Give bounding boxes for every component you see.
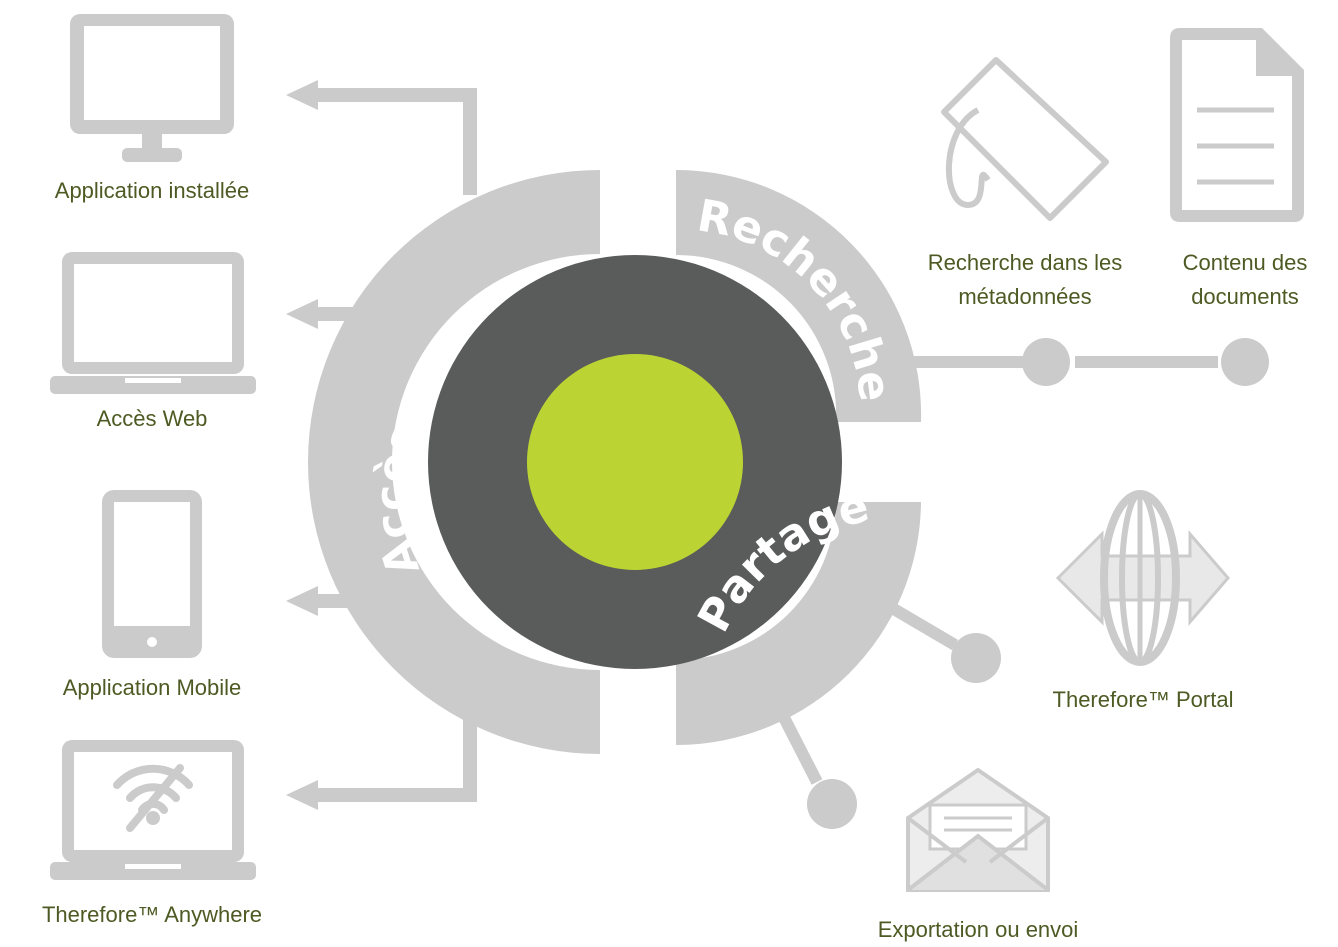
- label-portal: Therefore™ Portal: [1052, 687, 1234, 712]
- globe-arrows-icon: [1055, 490, 1230, 666]
- share-node-portal: [951, 633, 1001, 683]
- search-ring-segment: [676, 169, 922, 422]
- access-segment-label: Accès: [366, 418, 430, 582]
- share-node-export: [807, 779, 857, 829]
- share-connectors: [769, 592, 959, 785]
- label-metadata-search: Recherche dans les métadonnées: [905, 246, 1145, 314]
- laptop-icon: [50, 252, 256, 394]
- label-metadata-line1: Recherche dans les: [927, 250, 1123, 275]
- label-anywhere: Therefore™ Anywhere: [41, 902, 263, 927]
- label-mobile-app: Application Mobile: [62, 675, 242, 700]
- document-icon: [1170, 28, 1304, 222]
- center-circle: [527, 354, 743, 570]
- search-node-metadata: [1022, 338, 1070, 386]
- access-ring-segment: [308, 170, 600, 754]
- laptop-offline-icon: [50, 740, 256, 880]
- share-ring-segment: [676, 502, 921, 745]
- label-document-content: Contenu des documents: [1155, 246, 1335, 314]
- smartphone-icon: [102, 490, 202, 658]
- label-content-line1: Contenu des: [1182, 250, 1308, 275]
- label-installed-app: Application installée: [54, 178, 250, 203]
- label-content-line2: documents: [1191, 284, 1299, 309]
- desktop-monitor-icon: [70, 14, 234, 162]
- arrow-heads: [286, 80, 318, 810]
- label-export: Exportation ou envoi: [877, 917, 1079, 942]
- label-web-access: Accès Web: [96, 406, 208, 431]
- envelope-icon: [906, 767, 1050, 892]
- label-metadata-line2: métadonnées: [958, 284, 1092, 309]
- tag-icon: [941, 57, 1109, 221]
- search-node-content: [1221, 338, 1269, 386]
